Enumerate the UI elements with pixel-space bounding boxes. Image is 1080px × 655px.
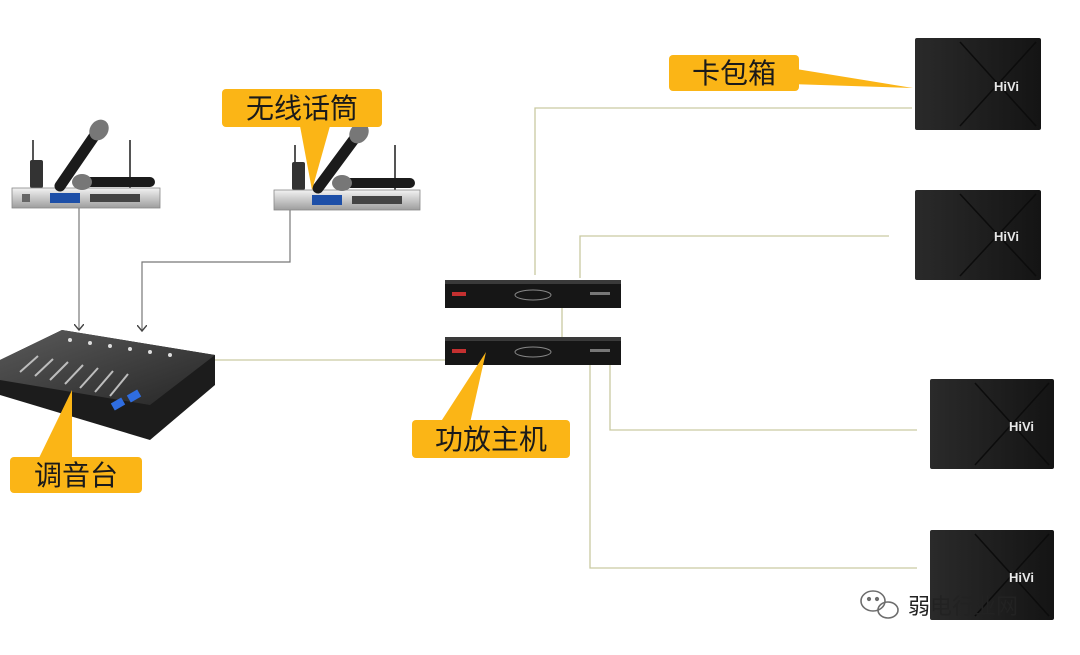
callout-speaker-box: 卡包箱 [669,55,913,91]
mic-signal-wires [79,208,291,331]
wire-mic2-to-mixer [142,210,291,331]
handheld-mic-2b [332,175,415,191]
speaker-brand-label: HiVi [994,79,1019,94]
speaker-brand-label: HiVi [1009,570,1034,585]
amplifier-unit-1 [445,280,621,308]
speaker-1: HiVi [915,38,1041,130]
wire-amp-to-speaker-4 [589,365,917,569]
wireless-mic-receiver-1 [11,119,161,209]
mixer-label: 调音台 [34,459,118,492]
speaker-brand-label: HiVi [994,229,1019,244]
handheld-mic-2a [312,122,369,194]
wireless-mic-label: 无线话筒 [246,92,358,125]
callout-mixer: 调音台 [10,390,142,493]
wechat-icon [860,590,899,619]
mixer-console [0,330,215,440]
watermark-text: 弱电行业网 [908,595,1018,620]
speaker-box-label: 卡包箱 [692,57,776,90]
speaker-brand-label: HiVi [1009,419,1034,434]
handheld-mic-1b [72,174,155,190]
watermark: 弱电行业网 [860,590,1018,620]
speaker-2: HiVi [915,190,1041,280]
speaker-4: HiVi [930,530,1054,620]
wire-amp-to-speaker-1 [534,107,912,275]
speaker-3: HiVi [930,379,1054,469]
handheld-mic-1a [54,119,109,192]
amplifier-label: 功放主机 [435,423,547,456]
callout-amplifier: 功放主机 [412,352,570,458]
wireless-mic-receiver-2 [273,122,421,211]
callout-wireless-mic: 无线话筒 [222,89,382,190]
amplifier-unit-2 [445,337,621,365]
connection-wires [210,107,917,569]
wire-amp-to-speaker-2 [579,235,889,278]
wire-amp-to-speaker-3 [609,365,917,431]
